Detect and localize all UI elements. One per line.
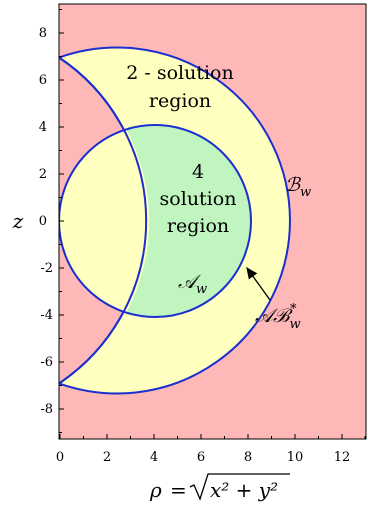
x-axis-title-expr: x² + y² <box>210 478 278 502</box>
x-tick-label: 12 <box>334 450 351 465</box>
region-a-w <box>126 125 252 317</box>
y-tick-label: 0 <box>39 214 47 229</box>
x-tick-label: 0 <box>56 450 64 465</box>
x-tick-label: 2 <box>103 450 111 465</box>
x-tick-label: 8 <box>244 450 252 465</box>
y-tick-label: -2 <box>40 261 53 276</box>
y-tick-label: -8 <box>40 402 53 417</box>
x-axis-title: ρ = x² + y² <box>149 473 290 502</box>
y-tick-label: 8 <box>39 26 47 41</box>
two-solution-label-line1: 2 - solution <box>126 62 233 84</box>
x-tick-label: 4 <box>150 450 158 465</box>
x-tick-label: 10 <box>287 450 304 465</box>
y-tick-label: 6 <box>39 73 47 88</box>
x-axis-title-eq: = <box>170 478 187 502</box>
y-tick-label: 4 <box>39 120 47 135</box>
ab-w-star-label: 𝒜ℬ*w <box>255 302 301 332</box>
inner-circle-boundary <box>59 124 252 318</box>
y-tick-label: -4 <box>40 308 53 323</box>
four-solution-label-line3: region <box>167 215 229 237</box>
two-solution-label-line2: region <box>149 90 211 112</box>
sqrt-symbol <box>189 473 290 501</box>
y-tick-label: 2 <box>39 167 47 182</box>
four-solution-label-line1: 4 <box>192 161 204 183</box>
four-solution-label-line2: solution <box>160 188 237 210</box>
y-axis-title: z <box>12 209 24 233</box>
y-axis-ticks <box>59 9 64 433</box>
x-tick-label: 6 <box>197 450 205 465</box>
left-arc-boundary <box>59 56 148 385</box>
pointer-arrow <box>246 266 271 301</box>
x-axis-ticks <box>59 434 366 439</box>
y-tick-label: -6 <box>40 355 53 370</box>
b-w-label: ℬw <box>285 174 311 200</box>
x-axis-title-rho: ρ <box>149 478 162 502</box>
